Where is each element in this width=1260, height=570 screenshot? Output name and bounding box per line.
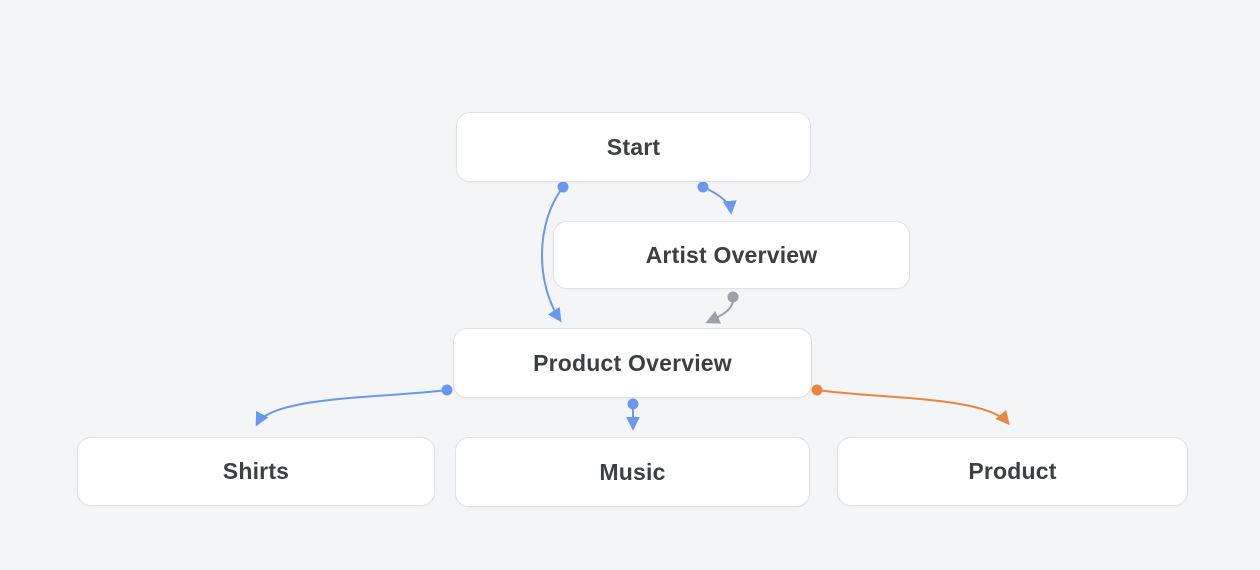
edge-artist-overview-to-product-overview <box>705 296 735 324</box>
node-product-label: Product <box>968 458 1057 484</box>
edge-source-dot <box>811 384 823 396</box>
node-shirts[interactable]: Shirts <box>77 437 435 506</box>
edge-source-dot <box>727 291 739 303</box>
edge-product-overview-to-shirts <box>255 389 448 427</box>
node-artist-overview-label: Artist Overview <box>645 241 818 268</box>
node-start-label: Start <box>606 133 661 160</box>
edge-source-dot <box>627 398 639 410</box>
node-product[interactable]: Product <box>837 437 1188 506</box>
node-music-label: Music <box>599 458 666 485</box>
node-artist-overview[interactable]: Artist Overview <box>553 221 910 289</box>
node-product-overview[interactable]: Product Overview <box>453 328 812 398</box>
edge-source-dot <box>697 181 709 193</box>
node-shirts-label: Shirts <box>222 458 290 484</box>
edge-source-dot <box>557 181 569 193</box>
edge-start-to-artist-overview <box>702 186 737 215</box>
edge-source-dot <box>441 384 453 396</box>
edge-product-overview-to-product <box>816 389 1010 426</box>
node-product-overview-label: Product Overview <box>533 349 732 376</box>
node-start[interactable]: Start <box>456 112 811 182</box>
node-music[interactable]: Music <box>455 437 810 507</box>
